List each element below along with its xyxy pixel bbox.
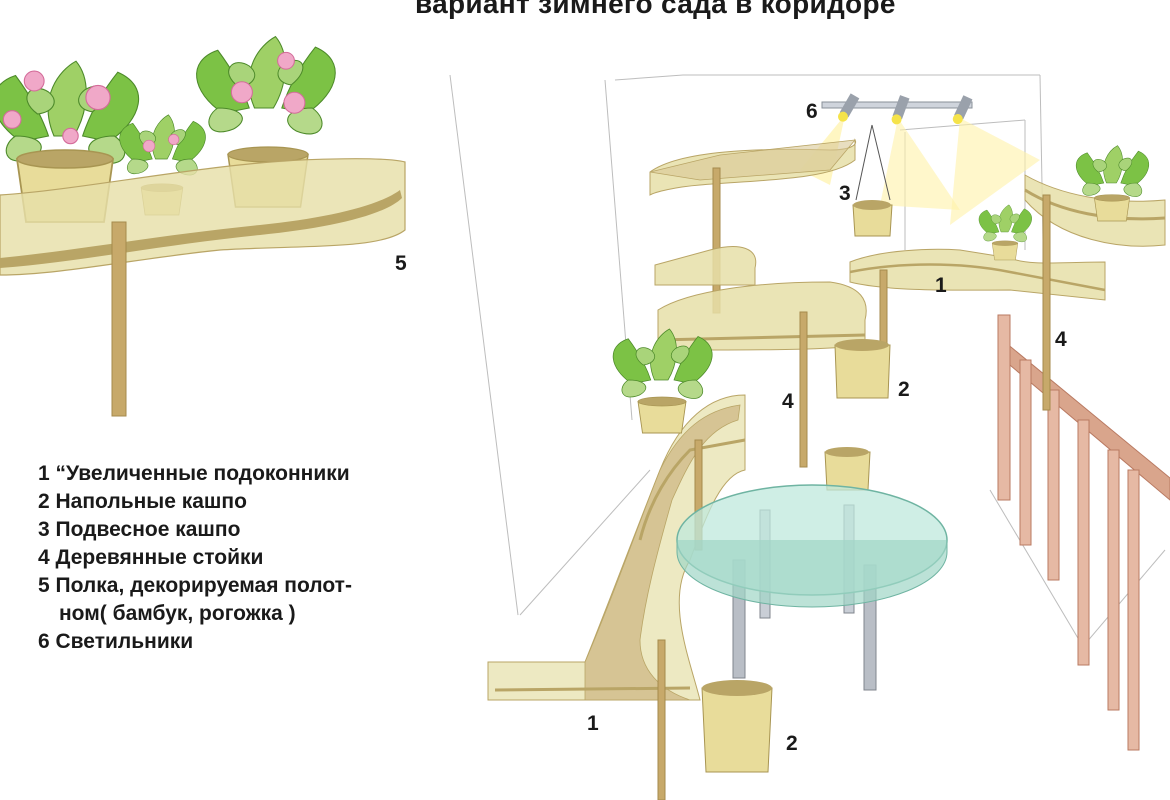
callout-1-curved: 1 [587,712,599,735]
stair-railing [997,314,1170,751]
flowering-plant-3 [119,114,206,176]
hanging-planter [852,124,893,237]
callout-4-middle: 4 [782,390,794,413]
pot-upper-right [1094,194,1130,222]
curved-windowsill [487,394,746,800]
legend-item-5: 5 Полка, декорируемая полот- [38,574,352,597]
callout-2-front: 2 [786,732,798,755]
detail-shelf-with-plants [0,36,406,417]
shelf-band [0,190,402,268]
callout-5: 5 [395,252,407,275]
legend-item-1: 1 “Увеличенные подоконники [38,462,350,485]
callout-6: 6 [806,100,818,123]
floor-planter-front [701,680,773,773]
ceiling-lights [800,93,1040,225]
legend-item-2: 2 Напольные кашпо [38,490,247,513]
pot-window [991,240,1019,261]
callout-2-back: 2 [898,378,910,401]
callout-4-right: 4 [1055,328,1067,351]
pot-windowsill [637,396,687,434]
callout-3: 3 [839,182,851,205]
legend-item-3: 3 Подвесное кашпо [38,518,241,541]
legend-item-6: 6 Светильники [38,630,194,653]
plant-upper-right [1075,145,1150,197]
flowering-plant-1 [0,60,140,164]
legend-item-5-continued: ном( бамбук, рогожка ) [59,602,296,625]
glass-table [676,484,948,691]
legend-item-4: 4 Деревянные стойки [38,546,264,569]
legend: 1 “Увеличенные подоконники 2 Напольные к… [38,460,352,656]
callout-1-windowsill: 1 [935,274,947,297]
page-title: вариант зимнего сада в коридоре [415,0,896,19]
shelf-post [111,221,127,417]
plant-windowsill [612,328,713,399]
flowering-plant-2 [196,36,336,135]
plant-window [978,204,1032,243]
upper-shelves [649,138,1166,468]
floor-planter-back [824,339,891,491]
